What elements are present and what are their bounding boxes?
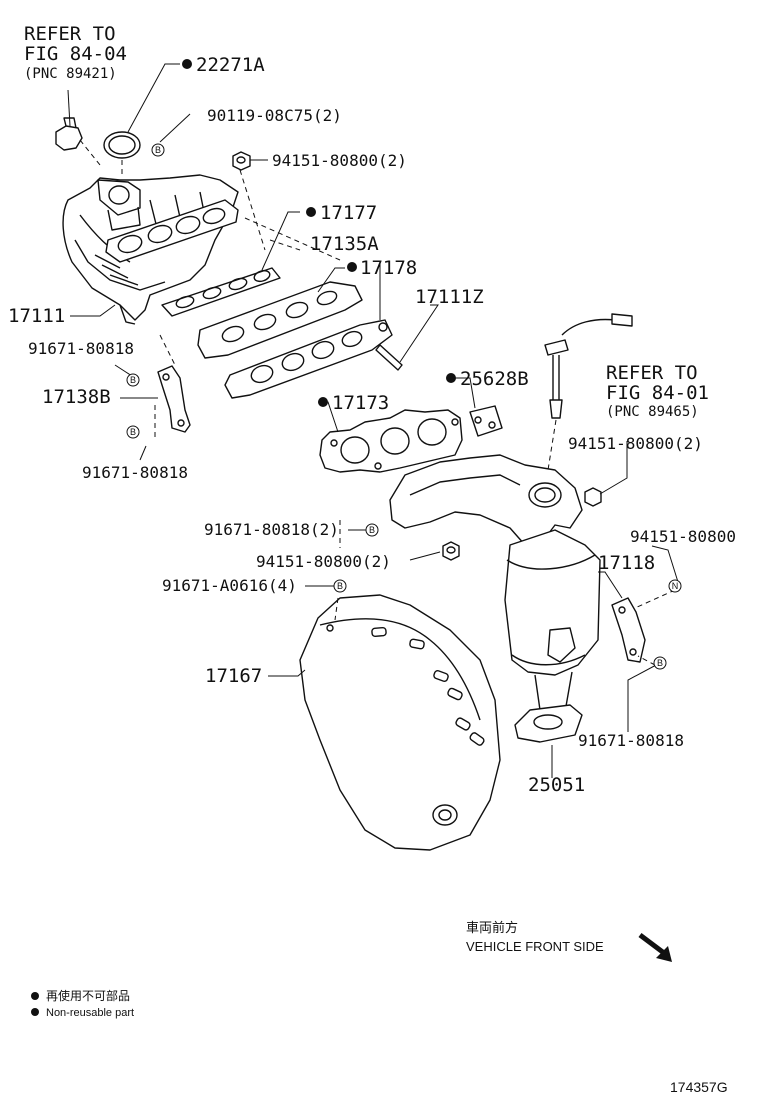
mark-n-94151: N <box>668 579 682 593</box>
intake-manifold-drawing <box>62 174 239 325</box>
stud-17111Z <box>375 344 403 371</box>
bracket-25628B <box>469 405 503 437</box>
heat-insulator-17167 <box>299 594 501 851</box>
nut-94151-top <box>232 151 251 171</box>
label-17135A[interactable]: 17135A <box>310 233 379 255</box>
exhaust-gasket-17173 <box>319 409 463 473</box>
refer-right-line3: (PNC 89465) <box>606 404 699 420</box>
label-94151-center[interactable]: 94151-80800(2) <box>256 552 391 571</box>
nonreusable-dot-22271A <box>182 59 192 69</box>
spacer-17135A <box>197 281 363 359</box>
label-17177[interactable]: 17177 <box>320 202 377 224</box>
legend-dot-icon <box>31 992 39 1000</box>
oxygen-sensor-drawing <box>544 313 633 471</box>
legend-en: Non-reusable part <box>46 1007 134 1019</box>
legend-dot-icon-2 <box>31 1008 39 1016</box>
label-94151-right[interactable]: 94151-80800(2) <box>568 434 703 453</box>
label-91671-d[interactable]: 91671-80818 <box>578 731 684 750</box>
label-25051[interactable]: 25051 <box>528 774 585 796</box>
nut-94151-right <box>584 487 602 507</box>
svg-text:B: B <box>337 581 343 591</box>
legend-jp: 再使用不可部品 <box>46 988 130 1003</box>
refer-right-line2: FIG 84-01 <box>606 382 709 404</box>
label-25628B[interactable]: 25628B <box>460 368 529 390</box>
nonreusable-dot-17177 <box>306 207 316 217</box>
label-91671-a[interactable]: 91671-80818 <box>28 339 134 358</box>
label-90119[interactable]: 90119-08C75(2) <box>207 106 342 125</box>
bracket-17138B <box>154 365 191 440</box>
mark-b-91671-a: B <box>126 373 140 387</box>
svg-text:B: B <box>155 145 161 155</box>
figure-code: 174357G <box>670 1079 728 1095</box>
label-17138B[interactable]: 17138B <box>42 386 111 408</box>
label-17173[interactable]: 17173 <box>332 392 389 414</box>
svg-text:B: B <box>130 427 136 437</box>
throttle-gasket-ring <box>103 131 141 175</box>
front-side-jp: 車両前方 <box>466 920 518 935</box>
svg-text:B: B <box>369 525 375 535</box>
svg-text:N: N <box>672 581 679 591</box>
mark-b-91671-d: B <box>653 656 667 670</box>
svg-text:B: B <box>657 658 663 668</box>
pressure-sensor-drawing <box>55 117 101 166</box>
nonreusable-dot-25628B <box>446 373 456 383</box>
label-91671-b[interactable]: 91671-80818 <box>82 463 188 482</box>
svg-text:B: B <box>130 375 136 385</box>
mark-b-91671-c: B <box>365 523 379 537</box>
mark-b-90119: B <box>151 143 165 157</box>
label-94151-top[interactable]: 94151-80800(2) <box>272 151 407 170</box>
label-91671-A0616[interactable]: 91671-A0616(4) <box>162 576 297 595</box>
nut-94151-center <box>442 541 460 561</box>
front-direction-arrow-icon <box>638 933 672 962</box>
label-17118[interactable]: 17118 <box>598 552 655 574</box>
bracket-17118 <box>611 597 646 663</box>
manifold-gasket-17177 <box>161 267 281 317</box>
nonreusable-dot-17173 <box>318 397 328 407</box>
refer-top-line2: FIG 84-04 <box>24 43 127 65</box>
refer-top-line1: REFER TO <box>24 23 116 45</box>
label-22271A[interactable]: 22271A <box>196 54 265 76</box>
label-17111Z[interactable]: 17111Z <box>415 286 484 308</box>
mark-b-91671-b: B <box>126 425 140 439</box>
mark-b-91671-a0616: B <box>333 579 347 593</box>
label-91671-c[interactable]: 91671-80818(2) <box>204 520 339 539</box>
label-17167[interactable]: 17167 <box>205 665 262 687</box>
refer-top-line3: (PNC 89421) <box>24 66 117 82</box>
label-17111[interactable]: 17111 <box>8 305 65 327</box>
refer-right-line1: REFER TO <box>606 362 698 384</box>
front-side-en: VEHICLE FRONT SIDE <box>466 939 604 954</box>
label-17178[interactable]: 17178 <box>360 257 417 279</box>
exhaust-manifold-converter <box>389 454 601 743</box>
gasket-17178 <box>224 319 393 399</box>
nonreusable-dot-17178 <box>347 262 357 272</box>
label-94151-single[interactable]: 94151-80800 <box>630 527 736 546</box>
